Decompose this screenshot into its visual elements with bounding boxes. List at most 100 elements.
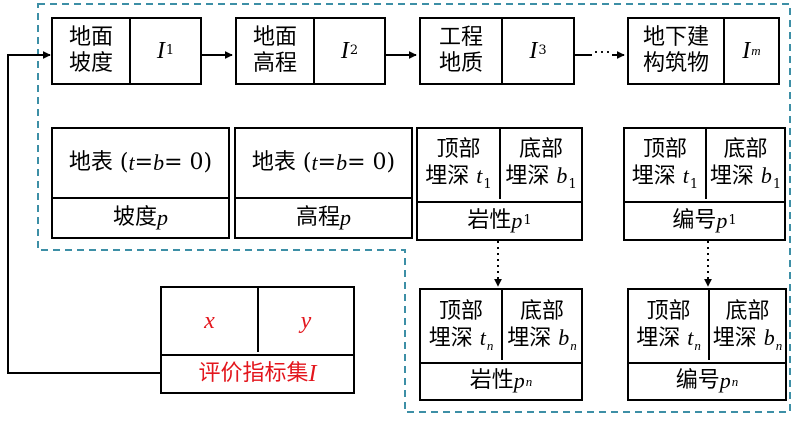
diagram-text: 1 [689, 177, 699, 193]
diagram-text: 1 [523, 213, 532, 229]
diagram-text: 顶部 [646, 298, 691, 324]
indicator-label-line1: 地下建 [642, 24, 709, 50]
cell-divider [723, 19, 725, 83]
cell-divider [313, 19, 315, 83]
diagram-text: 岩性 [469, 368, 514, 394]
diagram-text: = 0) [164, 149, 213, 175]
diagram-text: p [716, 207, 728, 233]
diagram-text: 顶部 [436, 137, 481, 162]
diagram-text: t [128, 149, 135, 175]
cell-divider [501, 19, 503, 83]
diagram-text: 埋深 [425, 164, 477, 190]
indicator-var: I [742, 37, 751, 64]
diagram-text: 1 [728, 213, 737, 229]
eval-x-cell: x [162, 288, 257, 354]
diagram-text: 埋深 [712, 325, 764, 351]
layer-bottom-depth: 底部 埋深 bn [710, 290, 785, 362]
diagram-text: p [511, 207, 523, 233]
cell-divider [418, 201, 581, 203]
diagram-text: 岩性 [467, 207, 512, 233]
indicator-sub: 2 [349, 43, 359, 59]
diagram-text: 编号 [675, 368, 720, 394]
chain-ellipsis: ⋯ [593, 42, 611, 64]
diagram-text: 1 [568, 177, 577, 193]
layer-bottom-depth: 底部 埋深 b1 [707, 129, 784, 201]
cell-divider [236, 197, 411, 199]
indicator-label-line2: 高程 [252, 51, 297, 76]
diagram-text: 埋深 [709, 164, 761, 190]
layer-top-depth: 顶部 埋深 tn [421, 290, 501, 362]
surface-attribute: 高程 p [236, 199, 411, 237]
indicator-label-line2: 构筑物 [642, 51, 709, 76]
diagram-text: t [687, 324, 694, 350]
diagram-text: 埋深 [636, 325, 688, 351]
diagram-text: p [513, 368, 525, 394]
diagram-text: 1 [772, 177, 782, 193]
diagram-text: = [134, 149, 154, 175]
cell-divider [257, 288, 259, 352]
diagram-text: 顶部 [642, 137, 687, 162]
diagram-text: 坡度 [112, 204, 157, 230]
diagram-text: 地表 ( [68, 149, 129, 175]
diagram-text: 埋深 [631, 164, 683, 190]
diagram-text: b [760, 163, 772, 189]
surface-attribute: 坡度 p [53, 199, 228, 237]
surface-condition: 地表 (t = b = 0) [53, 129, 228, 197]
indicator-label: 地面 高程 [237, 19, 313, 83]
diagram-text: x [204, 307, 215, 334]
diagram-text: 顶部 [438, 298, 483, 324]
indicator-var: I [156, 37, 165, 64]
diagram-text: 底部 [723, 137, 768, 162]
layer-top-depth: 顶部 埋深 t1 [625, 129, 705, 201]
diagram-text: t [476, 163, 483, 189]
diagram-text: I [308, 360, 317, 387]
indicator-label-line1: 工程 [438, 24, 483, 50]
indicator-label-line1: 地面 [252, 24, 297, 50]
layer-top-depth: 顶部 埋深 tn [629, 290, 708, 362]
cell-divider [625, 201, 784, 203]
diagram-text: = 0) [347, 149, 396, 175]
diagram-text: 底部 [518, 137, 563, 162]
diagram-text: 地表 ( [251, 149, 312, 175]
diagram-text: 1 [483, 177, 492, 193]
diagram-text: 埋深 [428, 325, 480, 351]
diagram-text: 底部 [519, 298, 564, 324]
diagram-text: = [317, 149, 337, 175]
cell-divider [53, 197, 228, 199]
cell-divider [129, 19, 131, 83]
surface-condition: 地表 (t = b = 0) [236, 129, 411, 197]
indicator-label-line2: 坡度 [68, 51, 113, 76]
surface-box-elevation: 地表 (t = b = 0) 高程 p [234, 127, 413, 239]
evaluation-set-box: x y 评价指标集 I [160, 286, 355, 394]
indicator-label: 地下建 构筑物 [629, 19, 723, 83]
layer-top-depth: 顶部 埋深 t1 [418, 129, 499, 201]
diagram-text: n [775, 337, 783, 353]
diagram-text: b [558, 324, 570, 350]
diagram-text: 高程 [295, 204, 340, 230]
diagram-text: n [694, 337, 701, 353]
diagram-text: t [479, 324, 486, 350]
feedback-loop-line [7, 51, 160, 374]
eval-y-cell: y [259, 288, 353, 354]
cell-divider [705, 129, 707, 199]
diagram-text: b [336, 149, 348, 175]
diagram-text: n [570, 337, 577, 353]
diagram-text: p [157, 204, 168, 230]
diagram-text: b [153, 149, 165, 175]
indicator-var: I [340, 37, 349, 64]
layer-bottom-depth: 底部 埋深 b1 [501, 129, 581, 201]
indicator-var: I [529, 37, 538, 64]
indicator-sub: m [751, 43, 761, 59]
